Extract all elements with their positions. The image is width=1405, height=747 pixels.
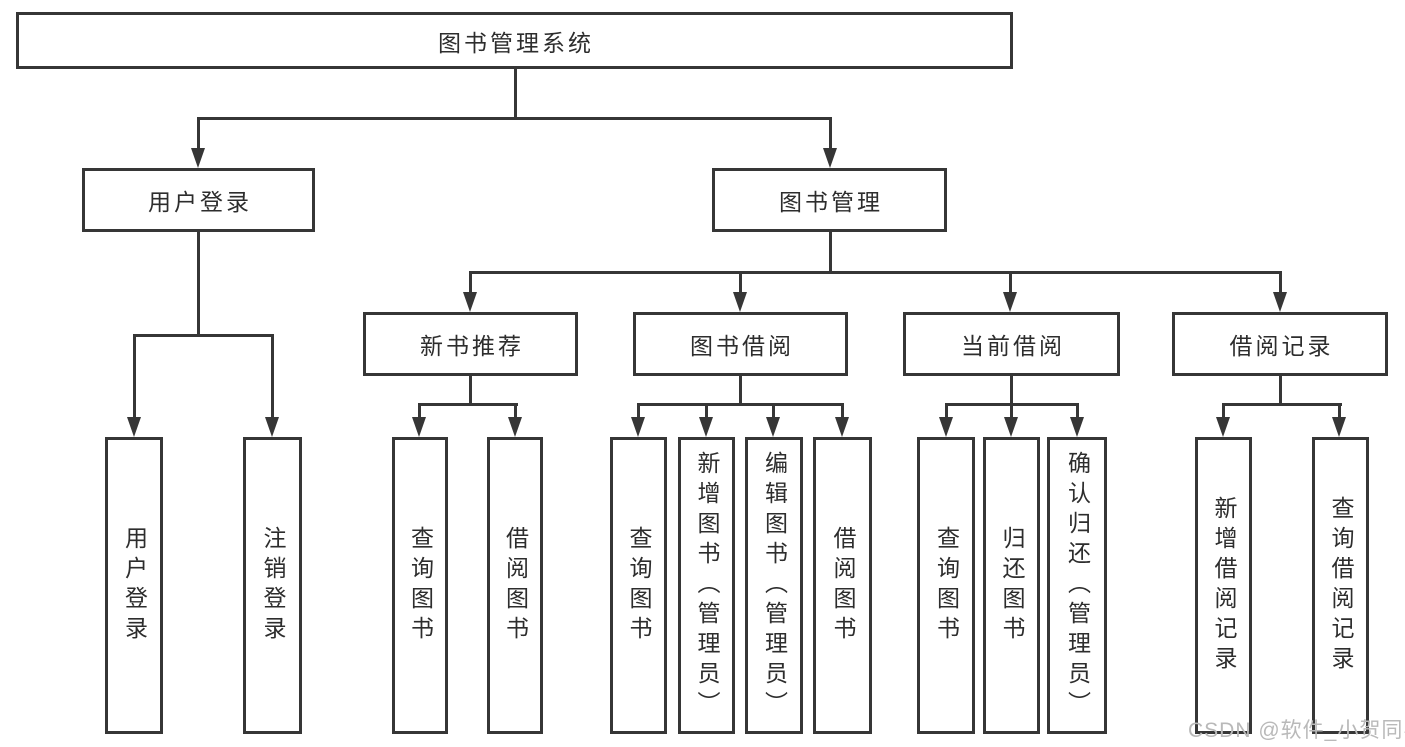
leaf-return-book: 归还图书	[983, 437, 1040, 734]
arrowhead-down-icon	[265, 417, 279, 437]
arrowhead-down-icon	[733, 292, 747, 312]
edge-line	[469, 271, 1282, 274]
arrowhead-down-icon	[1273, 292, 1287, 312]
arrowhead-down-icon	[835, 417, 849, 437]
edge-line	[1279, 375, 1282, 405]
node-borrow-records: 借阅记录	[1172, 312, 1388, 376]
arrowhead-down-icon	[631, 417, 645, 437]
edge-line	[418, 403, 421, 419]
leaf-edit-book-admin: 编辑图书（管理员）	[745, 437, 803, 734]
arrowhead-down-icon	[127, 417, 141, 437]
edge-line	[739, 271, 742, 294]
arrowhead-down-icon	[508, 417, 522, 437]
edge-line	[1009, 271, 1012, 294]
arrowhead-down-icon	[412, 417, 426, 437]
edge-line	[1222, 403, 1342, 406]
node-new-book-recommend: 新书推荐	[363, 312, 578, 376]
edge-line	[1338, 403, 1341, 419]
edge-line	[637, 403, 640, 419]
edge-line	[469, 271, 472, 294]
edge-line	[705, 403, 708, 419]
edge-line	[197, 117, 832, 120]
node-user-login: 用户登录	[82, 168, 315, 232]
edge-line	[197, 117, 200, 150]
leaf-add-book-admin: 新增图书（管理员）	[678, 437, 735, 734]
edge-line	[514, 403, 517, 419]
edge-line	[418, 403, 518, 406]
arrowhead-down-icon	[1216, 417, 1230, 437]
edge-line	[739, 375, 742, 405]
arrowhead-down-icon	[463, 292, 477, 312]
edge-line	[514, 68, 517, 120]
edge-line	[133, 334, 274, 337]
leaf-logout: 注销登录	[243, 437, 302, 734]
edge-line	[133, 334, 136, 418]
leaf-search-book-current: 查询图书	[917, 437, 975, 734]
csdn-watermark: CSDN @软件_小贺同学	[1188, 719, 1405, 742]
edge-line	[1222, 403, 1225, 419]
leaf-add-borrow-record: 新增借阅记录	[1195, 437, 1252, 734]
node-root: 图书管理系统	[16, 12, 1013, 69]
leaf-borrow-book-recommend: 借阅图书	[487, 437, 543, 734]
node-book-borrow: 图书借阅	[633, 312, 848, 376]
arrowhead-down-icon	[1004, 417, 1018, 437]
leaf-borrow-book: 借阅图书	[813, 437, 872, 734]
edge-line	[1279, 271, 1282, 294]
leaf-confirm-return-admin: 确认归还（管理员）	[1047, 437, 1107, 734]
leaf-search-book-recommend: 查询图书	[392, 437, 448, 734]
edge-line	[637, 403, 844, 406]
arrowhead-down-icon	[939, 417, 953, 437]
arrowhead-down-icon	[766, 417, 780, 437]
arrowhead-down-icon	[1332, 417, 1346, 437]
leaf-user-login: 用户登录	[105, 437, 163, 734]
edge-line	[1010, 375, 1013, 405]
edge-line	[271, 334, 274, 418]
arrowhead-down-icon	[1003, 292, 1017, 312]
edge-line	[1010, 403, 1013, 419]
node-current-borrow: 当前借阅	[903, 312, 1120, 376]
leaf-search-borrow-record: 查询借阅记录	[1312, 437, 1369, 734]
edge-line	[945, 403, 948, 419]
arrowhead-down-icon	[191, 148, 205, 168]
edge-line	[469, 375, 472, 405]
edge-line	[1076, 403, 1079, 419]
edge-line	[841, 403, 844, 419]
edge-line	[772, 403, 775, 419]
edge-line	[197, 231, 200, 336]
edge-line	[829, 231, 832, 274]
arrowhead-down-icon	[823, 148, 837, 168]
arrowhead-down-icon	[1070, 417, 1084, 437]
arrowhead-down-icon	[699, 417, 713, 437]
node-book-management: 图书管理	[712, 168, 947, 232]
leaf-search-book-borrow: 查询图书	[610, 437, 667, 734]
edge-line	[829, 117, 832, 150]
